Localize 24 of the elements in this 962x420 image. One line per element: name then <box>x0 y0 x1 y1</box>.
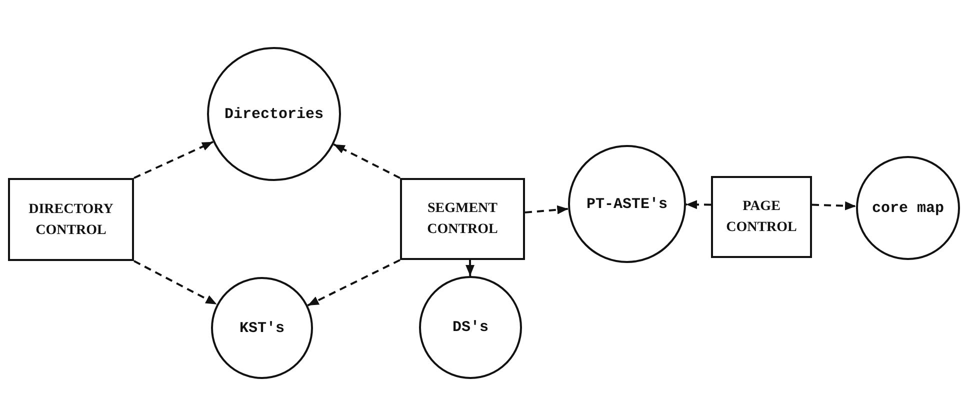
dashed-arrow <box>333 143 400 179</box>
node-label: core map <box>872 200 944 216</box>
circle-node <box>419 276 522 379</box>
node-label: PT-ASTE's <box>586 196 668 212</box>
circle-node <box>568 145 686 263</box>
dashed-arrow <box>134 260 218 306</box>
arrow <box>466 260 475 276</box>
node-label: Directories <box>224 106 324 122</box>
process-box <box>8 178 134 261</box>
node-label: SEGMENT CONTROL <box>426 200 499 239</box>
circle-node <box>207 47 341 181</box>
circle-node <box>856 156 960 260</box>
process-box <box>400 178 525 260</box>
dashed-arrow <box>686 200 711 210</box>
dashed-arrow <box>812 201 856 210</box>
node-label: DS's <box>452 319 488 336</box>
node-label: PAGE CONTROL <box>725 198 798 237</box>
circle-node <box>211 277 313 379</box>
process-box <box>711 176 812 258</box>
dashed-arrow <box>134 140 214 179</box>
dashed-arrow <box>307 259 400 306</box>
node-label: KST's <box>239 320 284 336</box>
node-label: DIRECTORY CONTROL <box>28 200 114 240</box>
dashed-arrow <box>524 205 568 214</box>
